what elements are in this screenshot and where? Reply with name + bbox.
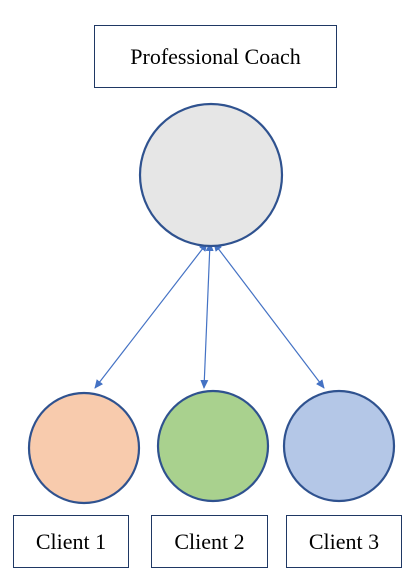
client-node-2 [156,389,270,503]
coach-label-box: Professional Coach [94,25,337,88]
coach-node [138,102,284,248]
connector-client-3 [213,242,325,389]
coach-label: Professional Coach [130,43,301,69]
client-label-box-3: Client 3 [286,515,402,568]
connector-client-1 [94,242,208,389]
client-node-1 [27,391,141,505]
client-node-3 [282,389,396,503]
client-label-box-2: Client 2 [151,515,268,568]
connector-client-2 [200,242,214,389]
client-label-1: Client 1 [35,528,107,554]
client-label-box-1: Client 1 [13,515,129,568]
client-label-2: Client 2 [174,528,245,554]
client-label-3: Client 3 [308,528,380,554]
